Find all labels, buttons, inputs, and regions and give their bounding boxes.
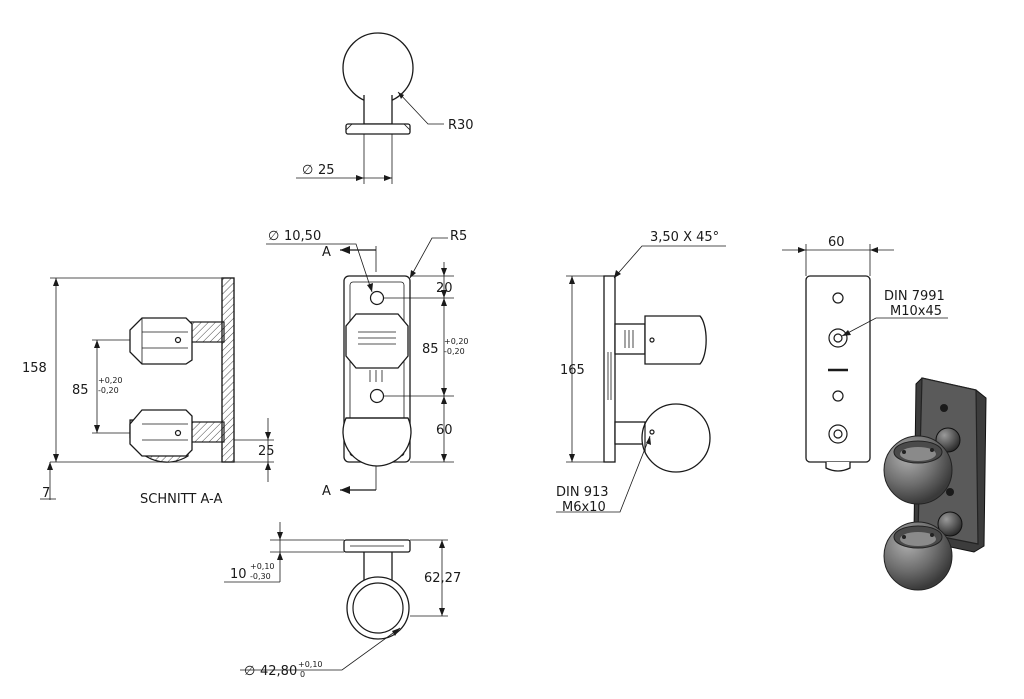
label-dim-85-center: 85 — [422, 342, 439, 357]
front-view: A A ∅ 10,50 R5 20 85 +0,20 -0,20 60 — [266, 229, 469, 499]
tol-zero: 0 — [300, 670, 305, 679]
tol-plus-center: +0,20 — [444, 337, 469, 346]
section-letter-bottom: A — [322, 484, 331, 499]
label-dim-85-left: 85 — [72, 383, 89, 398]
section-title: SCHNITT A-A — [140, 492, 222, 507]
label-r5: R5 — [450, 229, 467, 244]
label-dim-60-right: 60 — [828, 235, 845, 250]
label-dim-7: 7 — [42, 486, 50, 501]
label-din7991-line2: M10x45 — [890, 304, 942, 319]
isometric-render — [883, 377, 987, 591]
label-din913-line2: M6x10 — [562, 500, 606, 515]
label-hole-dia: 10,50 — [284, 229, 321, 244]
label-bottom-dia: 42,80 — [260, 664, 297, 679]
diameter-symbol-icon: ∅ — [268, 229, 279, 244]
label-r30: R30 — [448, 118, 474, 133]
side-view: 165 3,50 X 45° DIN 913 M6x10 — [556, 230, 726, 515]
label-din913-line1: DIN 913 — [556, 485, 609, 500]
label-dim-165: 165 — [560, 363, 585, 378]
top-view: R30 ∅ 25 — [296, 32, 474, 184]
label-din7991-line1: DIN 7991 — [884, 289, 945, 304]
label-dia-25: 25 — [318, 163, 335, 178]
diameter-symbol-icon: ∅ — [244, 664, 255, 679]
tol-minus-left: -0,20 — [98, 386, 119, 395]
tol-minus-030: -0,30 — [250, 572, 271, 581]
label-dim-20: 20 — [436, 281, 453, 296]
label-dim-6227: 62,27 — [424, 571, 461, 586]
label-dim-25: 25 — [258, 444, 275, 459]
label-dim-60: 60 — [436, 423, 453, 438]
tol-minus-center: -0,20 — [444, 347, 465, 356]
label-chamfer: 3,50 X 45° — [650, 230, 719, 245]
section-view-a-a: 158 85 +0,20 -0,20 25 7 SCHNITT A-A — [22, 277, 275, 507]
label-dim-10: 10 — [230, 567, 247, 582]
diameter-symbol-icon: ∅ — [302, 163, 313, 178]
label-dim-158: 158 — [22, 361, 47, 376]
section-letter-top: A — [322, 245, 331, 260]
tol-plus-010: +0,10 — [250, 562, 275, 571]
tol-plus-left: +0,20 — [98, 376, 123, 385]
back-view: 60 DIN 7991 M10x45 — [782, 235, 948, 472]
bottom-view: 10 +0,10 -0,30 62,27 ∅ 42,80 +0,10 0 — [224, 522, 461, 679]
tol-plus-010b: +0,10 — [298, 660, 323, 669]
